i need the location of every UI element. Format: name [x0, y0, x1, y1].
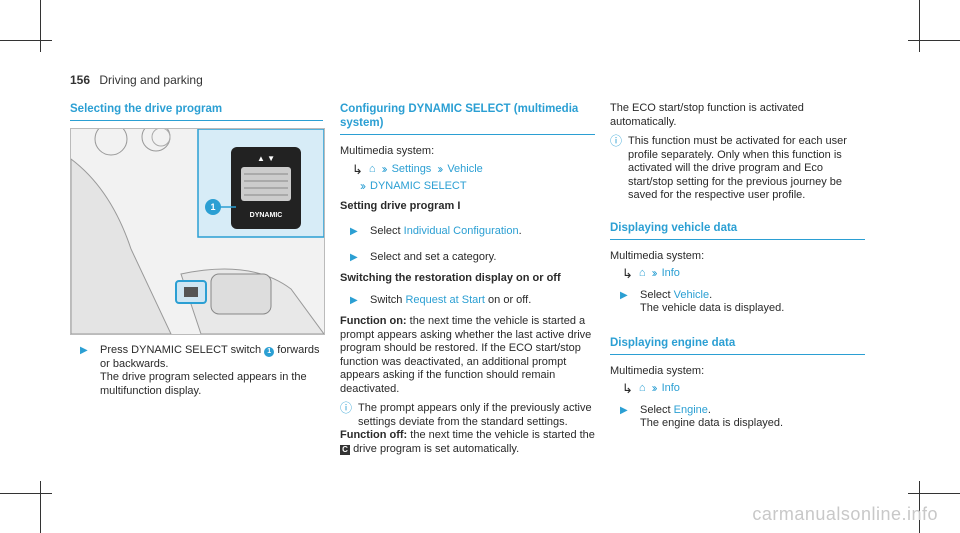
- path-arrow-icon: ↳: [622, 266, 633, 281]
- crop-mark: [0, 40, 52, 41]
- subheading: Setting drive program I: [340, 199, 461, 212]
- home-icon: ⌂: [638, 382, 646, 394]
- home-icon: ⌂: [638, 267, 646, 279]
- menu-path: ↳ ⌂ ›› Settings ›› Vehicle: [352, 161, 483, 177]
- info-icon: ⓘ: [340, 401, 353, 415]
- chevron-icon: ››: [437, 161, 443, 176]
- section-heading: Displaying vehicle data: [610, 221, 865, 240]
- watermark: carmanualsonline.info: [752, 504, 938, 524]
- step-press-switch: ▶ Press DYNAMIC SELECT switch 1 forwards…: [70, 344, 323, 398]
- section-heading: Displaying engine data: [610, 336, 865, 355]
- step-arrow-icon: ▶: [620, 404, 628, 416]
- step: ▶ Switch Request at Start on or off.: [340, 294, 595, 308]
- home-icon: ⌂: [368, 162, 376, 175]
- menu-path-cont: ›› DYNAMIC SELECT: [360, 179, 467, 193]
- switch-label: DYNAMIC: [250, 212, 283, 219]
- path-arrow-icon: ↳: [622, 381, 633, 396]
- note: ⓘ The prompt appears only if the previou…: [340, 401, 592, 428]
- crop-mark: [40, 481, 41, 533]
- chevron-icon: ››: [381, 161, 388, 176]
- callout-badge: 1: [264, 347, 275, 357]
- menu-path: ↳ ⌂ ›› Info: [622, 381, 680, 396]
- crop-mark: [0, 493, 52, 494]
- svg-text:▲ ▼: ▲ ▼: [257, 154, 275, 163]
- crop-mark: [908, 493, 960, 494]
- figure-callout: 1: [210, 202, 215, 212]
- subheading: Switching the restoration display on or …: [340, 272, 561, 284]
- section-heading: Configuring DYNAMIC SELECT (multimedia s…: [340, 102, 595, 135]
- section-heading: Selecting the drive program: [70, 102, 323, 121]
- menu-intro: Multimedia system:: [610, 249, 705, 262]
- crop-mark: [908, 40, 960, 41]
- step: ▶ Select Engine. The engine data is disp…: [610, 404, 865, 431]
- crop-mark: [40, 0, 41, 52]
- path-arrow-icon: ↳: [352, 161, 363, 177]
- page-number: 156: [70, 73, 91, 87]
- step-arrow-icon: ▶: [350, 226, 358, 237]
- column-2: Configuring DYNAMIC SELECT (multimedia s…: [340, 102, 595, 456]
- note: ⓘ This function must be activated for ea…: [610, 134, 847, 201]
- page-header: 156 Driving and parking: [70, 73, 203, 87]
- step-arrow-icon: ▶: [620, 289, 628, 301]
- chevron-icon: ››: [651, 266, 658, 280]
- menu-path: ↳ ⌂ ›› Info: [622, 266, 680, 281]
- function-on-text: Function on: the next time the vehicle i…: [340, 315, 592, 395]
- step: ▶ Select and set a category.: [340, 251, 595, 265]
- function-off-text: Function off: the next time the vehicle …: [340, 429, 595, 455]
- step-result: The drive program selected appears in th…: [100, 371, 307, 397]
- section-title: Driving and parking: [99, 73, 203, 87]
- crop-mark: [919, 0, 920, 52]
- menu-intro: Multimedia system:: [340, 145, 435, 157]
- step: ▶ Select Vehicle. The vehicle data is di…: [610, 289, 865, 316]
- menu-intro: Multimedia system:: [610, 364, 705, 377]
- step-arrow-icon: ▶: [80, 345, 88, 356]
- info-icon: ⓘ: [610, 134, 623, 148]
- column-1-steps: ▶ Press DYNAMIC SELECT switch 1 forwards…: [70, 340, 323, 398]
- console-illustration: ▲ ▼ DYNAMIC 1: [71, 129, 324, 334]
- crop-mark: [919, 481, 920, 533]
- step: ▶ Select Individual Configuration.: [340, 225, 595, 239]
- chevron-icon: ››: [360, 179, 366, 193]
- step-arrow-icon: ▶: [350, 294, 358, 306]
- column-3: The ECO start/stop function is activated…: [610, 102, 865, 431]
- eco-intro: The ECO start/stop function is activated…: [610, 102, 804, 128]
- column-1: Selecting the drive program: [70, 102, 323, 131]
- chevron-icon: ››: [651, 381, 658, 395]
- figure-dynamic-select: ▲ ▼ DYNAMIC 1: [70, 128, 325, 335]
- comfort-mode-icon: C: [340, 444, 350, 455]
- step-arrow-icon: ▶: [350, 251, 358, 263]
